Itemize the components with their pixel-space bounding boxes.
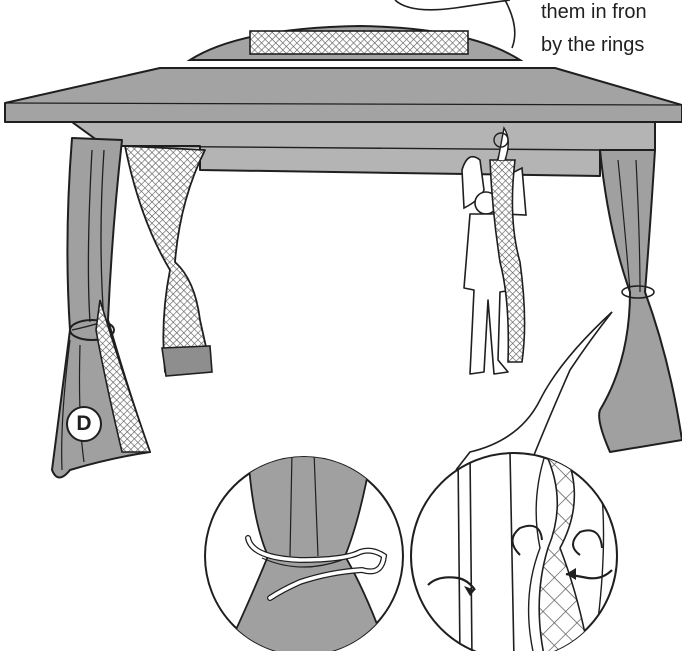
part-label-badge: D [66, 406, 102, 442]
instruction-text-line-1: them in fron [541, 0, 647, 24]
instruction-text-line-2: by the rings [541, 33, 644, 57]
vent-mesh-band [250, 31, 468, 54]
mesh-curtain-back-left [125, 146, 210, 373]
curtain-right [599, 150, 682, 452]
tie-back-detail [205, 452, 403, 651]
canopy [5, 68, 682, 122]
mesh-attach-detail [411, 452, 617, 651]
